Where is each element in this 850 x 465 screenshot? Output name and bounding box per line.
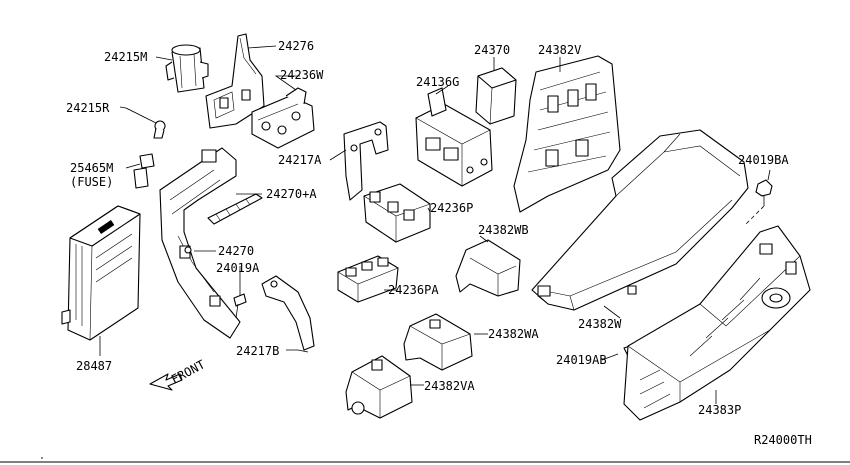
part-24383P-lower-case[interactable] <box>623 225 811 421</box>
label-25465M: 25465M <box>70 161 113 175</box>
label-24370: 24370 <box>474 43 510 57</box>
part-24370-cover[interactable] <box>475 67 517 125</box>
part-24019A-bolt[interactable] <box>233 293 247 319</box>
part-24270-harness-bracket[interactable] <box>159 147 241 339</box>
part-24382WB-cover[interactable] <box>455 239 521 297</box>
label-24382WA: 24382WA <box>488 327 539 341</box>
label-24382V: 24382V <box>538 43 581 57</box>
label-24217A: 24217A <box>278 153 322 167</box>
label-24136G: 24136G <box>416 75 459 89</box>
label-ref: R24000TH <box>754 433 812 447</box>
label-24019BA: 24019BA <box>738 153 789 167</box>
label-24383P: 24383P <box>698 403 741 417</box>
part-24217A-bracket[interactable] <box>343 121 389 201</box>
label-24236P: 24236P <box>430 201 473 215</box>
part-24019BA-bolt[interactable] <box>745 179 773 225</box>
part-25465M-fuse[interactable] <box>133 153 155 189</box>
part-24382WA-cover[interactable] <box>403 313 473 371</box>
part-24270A-clip-strip[interactable] <box>207 193 263 225</box>
part-24215R-clip[interactable] <box>125 107 166 139</box>
label-24382W: 24382W <box>578 317 622 331</box>
label-24382VA: 24382VA <box>424 379 475 393</box>
corner-dot <box>41 457 43 459</box>
part-24276-bracket[interactable] <box>205 33 265 129</box>
part-24382V-side-cover[interactable] <box>513 55 621 213</box>
part-28487-control-unit[interactable] <box>61 205 141 341</box>
label-24270A: 24270+A <box>266 187 317 201</box>
label-24236W: 24236W <box>280 68 324 82</box>
label-24270: 24270 <box>218 244 254 258</box>
part-labels: 24215M 24276 24236W 24215R 25465M (FUSE)… <box>66 39 812 447</box>
leader-lines <box>99 45 771 404</box>
part-24236PA-connector[interactable] <box>337 255 399 303</box>
label-24215R: 24215R <box>66 101 110 115</box>
part-24236P-connector[interactable] <box>363 183 431 243</box>
part-24217B-bracket[interactable] <box>261 275 315 351</box>
label-24276: 24276 <box>278 39 314 53</box>
part-24136G-bracket-box[interactable] <box>415 87 493 187</box>
label-fuse: (FUSE) <box>70 175 113 189</box>
label-24215M: 24215M <box>104 50 147 64</box>
label-24019AB: 24019AB <box>556 353 607 367</box>
part-24236W-connector[interactable] <box>251 87 315 149</box>
label-28487: 28487 <box>76 359 112 373</box>
label-24236PA: 24236PA <box>388 283 439 297</box>
label-24217B: 24217B <box>236 344 279 358</box>
front-arrow <box>149 373 183 391</box>
part-24382VA-cover[interactable] <box>345 355 413 419</box>
part-24382W-fusebox-cover[interactable] <box>531 129 749 311</box>
label-24382WB: 24382WB <box>478 223 529 237</box>
part-24215M-relay-holder[interactable] <box>165 44 209 93</box>
label-front: FRONT <box>169 357 207 386</box>
label-24019A: 24019A <box>216 261 260 275</box>
